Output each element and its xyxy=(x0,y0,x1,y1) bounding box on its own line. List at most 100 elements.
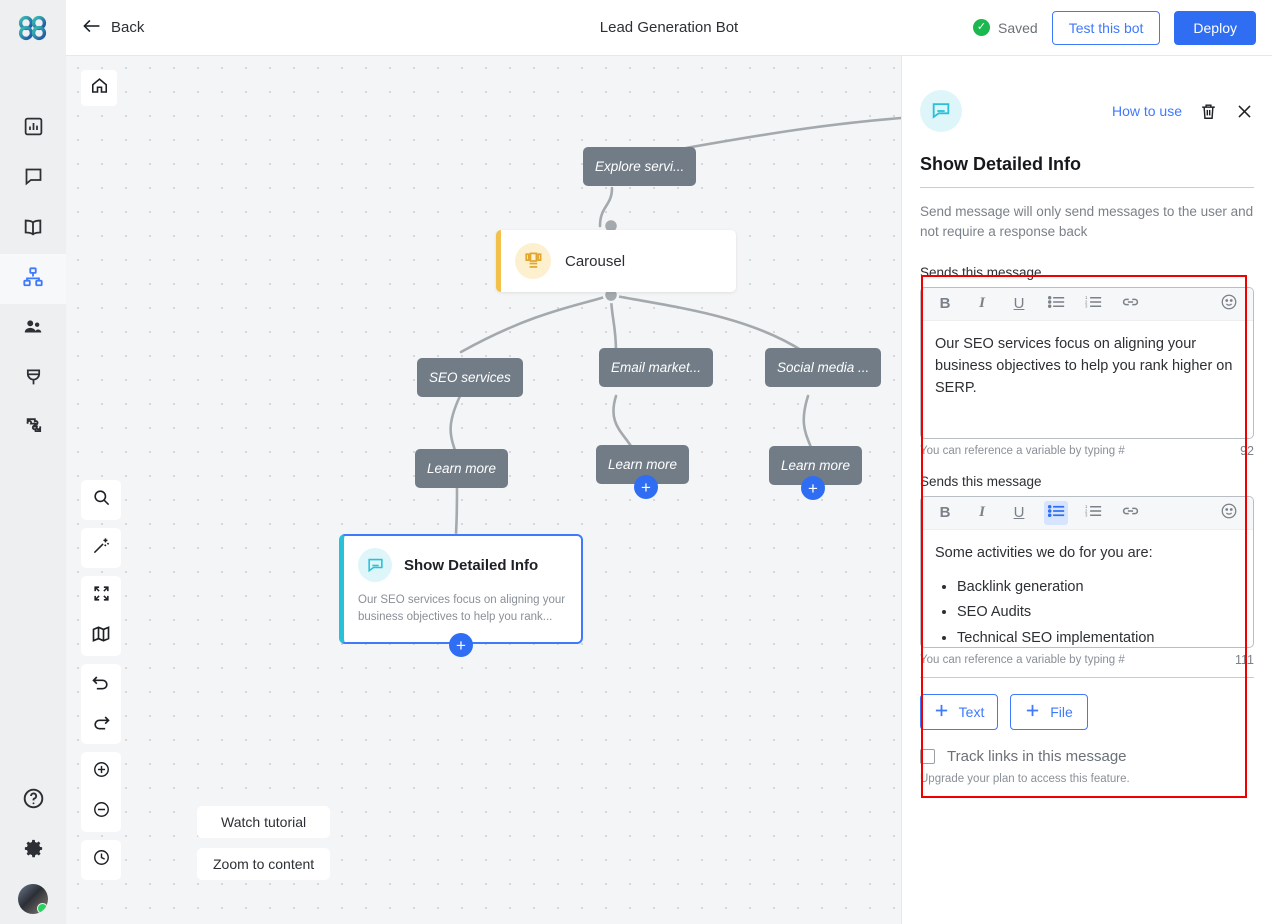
arrow-left-icon xyxy=(82,18,101,38)
clock-icon xyxy=(92,848,111,872)
topbar-actions: ✓ Saved Test this bot Deploy xyxy=(973,10,1256,45)
node-email-marketing[interactable]: Email market... xyxy=(599,348,714,387)
canvas-tool-group-4 xyxy=(81,664,121,744)
add-node-button[interactable]: + xyxy=(801,476,825,500)
numbered-list-icon: 1 2 3 xyxy=(1085,295,1102,313)
trash-icon[interactable] xyxy=(1199,102,1218,121)
svg-text:3: 3 xyxy=(1085,303,1088,308)
add-node-button[interactable]: + xyxy=(449,633,473,657)
underline-button[interactable]: U xyxy=(1013,504,1025,521)
canvas-redo-button[interactable] xyxy=(81,704,121,744)
message-icon xyxy=(358,548,392,582)
node-card-label: Show Detailed Info xyxy=(404,556,539,574)
underline-button[interactable]: U xyxy=(1013,295,1025,312)
canvas-undo-button[interactable] xyxy=(81,664,121,704)
canvas-magic-button[interactable] xyxy=(81,528,121,568)
canvas-minimap-button[interactable] xyxy=(81,616,121,656)
message-footer-1: You can reference a variable by typing #… xyxy=(920,444,1254,458)
link-icon xyxy=(1121,504,1140,522)
zoom-to-content-button[interactable]: Zoom to content xyxy=(197,848,331,880)
track-links-label: Track links in this message xyxy=(947,747,1127,765)
sidebar-item-plugins[interactable] xyxy=(0,404,66,454)
panel-description: Send message will only send messages to … xyxy=(920,204,1254,240)
add-node-button[interactable]: + xyxy=(634,475,658,499)
canvas-zoom-in-button[interactable] xyxy=(81,752,121,792)
rich-text-editor-1[interactable]: B I U xyxy=(920,286,1254,439)
svg-text:1: 1 xyxy=(1085,295,1088,300)
sidebar-item-contacts[interactable] xyxy=(0,304,66,354)
bold-button[interactable]: B xyxy=(939,295,951,312)
back-button[interactable]: Back xyxy=(82,18,144,38)
redo-icon xyxy=(91,712,111,737)
canvas-toolbar xyxy=(81,480,121,880)
close-icon[interactable] xyxy=(1235,102,1254,121)
rich-text-editor-2[interactable]: B I U xyxy=(920,495,1254,648)
canvas-home-button[interactable] xyxy=(81,70,117,106)
link-button[interactable] xyxy=(1118,501,1142,525)
node-learn-more-3[interactable]: Learn more + xyxy=(769,446,863,500)
sidebar-item-chat[interactable] xyxy=(0,154,66,204)
emoji-button[interactable] xyxy=(1217,292,1241,316)
deploy-button[interactable]: Deploy xyxy=(1174,10,1256,45)
plus-icon xyxy=(1025,703,1040,721)
help-circle-icon xyxy=(22,787,45,815)
flow-tree-icon xyxy=(22,266,44,293)
chart-icon xyxy=(23,116,44,142)
numbered-list-button[interactable]: 1 2 3 xyxy=(1081,501,1105,525)
canvas-fullscreen-button[interactable] xyxy=(81,576,121,616)
add-file-button[interactable]: File xyxy=(1010,693,1088,730)
test-bot-button[interactable]: Test this bot xyxy=(1051,10,1161,45)
check-icon: ✓ xyxy=(973,19,990,36)
help-button[interactable] xyxy=(0,784,66,818)
bullet-list-button[interactable] xyxy=(1044,292,1068,316)
variable-hint-2: You can reference a variable by typing # xyxy=(920,653,1125,666)
link-button[interactable] xyxy=(1118,292,1142,316)
node-card-label: Carousel xyxy=(565,252,626,270)
upgrade-note: Upgrade your plan to access this feature… xyxy=(920,772,1130,785)
bullet-list-icon xyxy=(1047,504,1065,522)
sidebar-item-knowledge[interactable] xyxy=(0,204,66,254)
sidebar-item-integrations[interactable] xyxy=(0,354,66,404)
canvas-history-button[interactable] xyxy=(81,840,121,880)
node-learn-more-1[interactable]: Learn more xyxy=(415,449,509,488)
settings-button[interactable] xyxy=(0,834,66,868)
node-show-detailed-info[interactable]: Show Detailed Info Our SEO services focu… xyxy=(339,534,583,657)
add-text-label: Text xyxy=(958,703,985,720)
add-text-button[interactable]: Text xyxy=(920,693,998,730)
numbered-list-icon: 1 2 3 xyxy=(1085,504,1102,522)
avatar[interactable] xyxy=(18,884,48,914)
watch-tutorial-button[interactable]: Watch tutorial xyxy=(197,806,331,838)
track-links-checkbox[interactable] xyxy=(920,748,935,764)
node-carousel[interactable]: Carousel xyxy=(496,230,736,292)
add-file-label: File xyxy=(1050,703,1073,720)
node-chip-label: Social media ... xyxy=(765,348,882,387)
canvas-zoom-out-button[interactable] xyxy=(81,792,121,832)
status-badge: ✓ Saved xyxy=(973,19,1038,36)
editor-toolbar-1: B I U xyxy=(921,287,1253,321)
bullet-list-button[interactable] xyxy=(1044,500,1068,525)
how-to-use-link[interactable]: How to use xyxy=(1111,103,1182,119)
node-learn-more-2[interactable]: Learn more + xyxy=(596,445,690,499)
message-footer-2: You can reference a variable by typing #… xyxy=(920,653,1254,667)
node-social-media[interactable]: Social media ... xyxy=(765,348,882,387)
node-seo-services[interactable]: SEO services xyxy=(417,358,523,397)
italic-button[interactable]: I xyxy=(979,295,985,311)
bold-button[interactable]: B xyxy=(939,504,951,521)
flow-canvas[interactable]: Explore servi... Carousel SEO services E… xyxy=(66,56,901,924)
node-explore-services[interactable]: Explore servi... xyxy=(583,147,697,186)
list-item: Technical SEO implementation xyxy=(957,627,1239,647)
sidebar-item-analytics[interactable] xyxy=(0,104,66,154)
emoji-button[interactable] xyxy=(1217,501,1241,525)
svg-text:1: 1 xyxy=(1085,504,1088,509)
app-logo[interactable] xyxy=(0,0,66,56)
node-card-body: Our SEO services focus on aligning your … xyxy=(358,594,566,624)
message-text-2[interactable]: Some activities we do for you are: Backl… xyxy=(921,530,1253,647)
canvas-tool-group-2 xyxy=(81,528,121,568)
numbered-list-button[interactable]: 1 2 3 xyxy=(1081,292,1105,316)
emoji-icon xyxy=(1220,293,1238,315)
carousel-icon xyxy=(515,243,551,279)
italic-button[interactable]: I xyxy=(979,504,985,520)
message-text-1[interactable]: Our SEO services focus on aligning your … xyxy=(935,335,1233,397)
sidebar-item-flows[interactable] xyxy=(0,254,66,304)
canvas-search-button[interactable] xyxy=(81,480,121,520)
